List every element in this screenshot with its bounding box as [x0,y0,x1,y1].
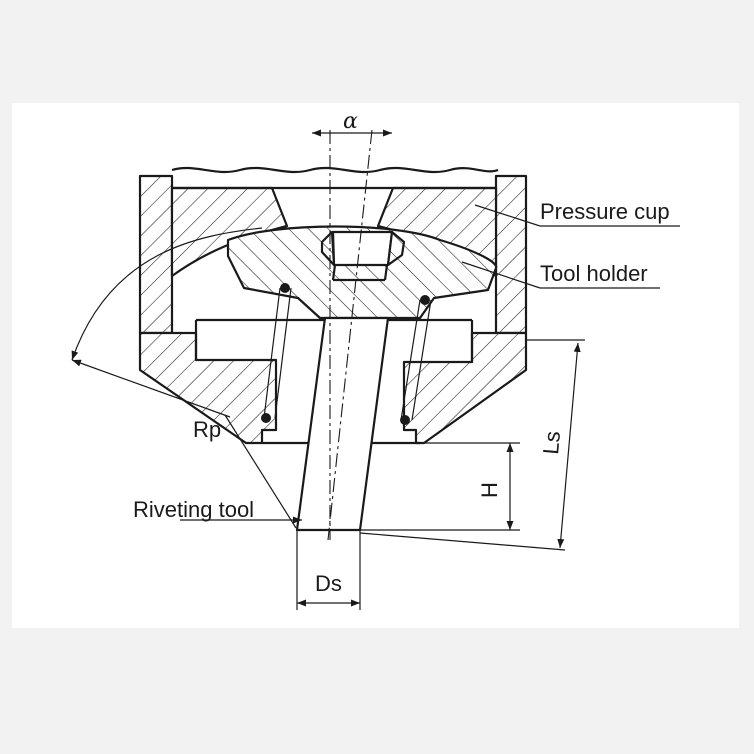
ls-label: Ls [538,430,565,455]
break-line [171,166,499,174]
riveting-tool-label: Riveting tool [133,497,254,522]
rp-label: Rp [193,417,221,442]
tilted-axis [327,129,373,541]
holder-pin [331,230,394,267]
spring-right [400,295,432,425]
housing-wall-left [138,174,174,335]
ds-label: Ds [315,571,342,596]
pressure-cup-label: Pressure cup [540,199,670,224]
housing-wall-right [494,174,528,335]
alpha-label: α [343,109,358,134]
housing-nose-right [402,331,528,445]
tool-holder-label: Tool holder [540,261,648,286]
spring-left [261,283,292,423]
h-label: H [477,482,502,498]
riveting-tool [295,316,390,532]
tool-holder-body [226,225,498,320]
